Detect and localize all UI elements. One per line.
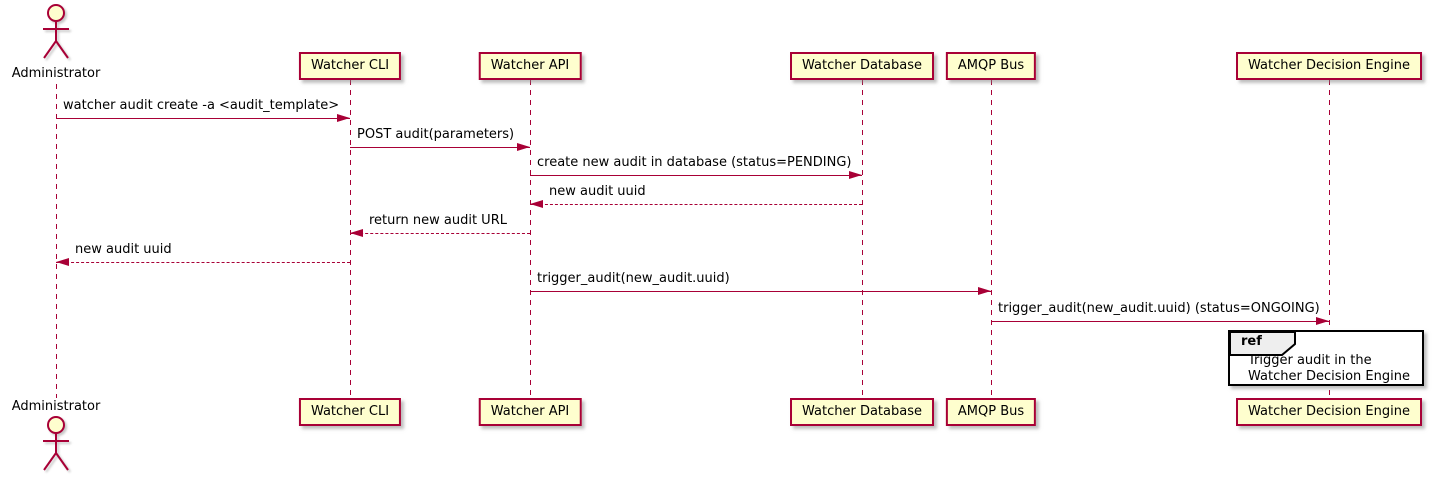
message-label: create new audit in database (status=PEN…	[537, 155, 852, 170]
message-arrowhead-icon	[978, 287, 991, 295]
participant-box-watcher-cli: Watcher CLI	[298, 398, 402, 426]
message-label: new audit uuid	[549, 184, 646, 199]
participant-box-watcher-database: Watcher Database	[790, 398, 934, 426]
actor-icon	[40, 415, 72, 475]
message-line	[56, 262, 350, 263]
participant-box-amqp-bus: AMQP Bus	[945, 52, 1037, 80]
ref-tab	[1229, 331, 1296, 356]
participant-label-administrator: Administrator	[11, 66, 101, 81]
participant-box-amqp-bus: AMQP Bus	[945, 398, 1037, 426]
lifeline-amqp-bus	[990, 80, 992, 398]
message-label: new audit uuid	[75, 242, 172, 257]
message-arrowhead-icon	[517, 143, 530, 151]
lifeline-watcher-database	[861, 80, 863, 398]
lifeline-watcher-decision-engine	[1328, 80, 1330, 398]
actor-stick-figure	[43, 416, 69, 471]
lifeline-watcher-cli	[349, 80, 351, 398]
actor-stick-figure	[43, 4, 69, 59]
message-arrowhead-icon	[530, 200, 543, 208]
ref-text-line: Watcher Decision Engine	[1248, 369, 1410, 384]
message-line	[56, 118, 350, 119]
message-label: trigger_audit(new_audit.uuid)	[537, 271, 730, 286]
message-line	[350, 147, 530, 148]
message-arrowhead-icon	[849, 171, 862, 179]
message-label: POST audit(parameters)	[357, 127, 515, 142]
message-arrowhead-icon	[350, 229, 363, 237]
lifeline-administrator	[55, 84, 57, 398]
ref-text-line: Trigger audit in the	[1248, 353, 1372, 368]
participant-box-watcher-decision-engine: Watcher Decision Engine	[1236, 398, 1422, 426]
participant-box-watcher-cli: Watcher CLI	[298, 52, 402, 80]
message-line	[530, 291, 991, 292]
lifeline-watcher-api	[529, 80, 531, 398]
participant-label-administrator: Administrator	[11, 399, 101, 414]
message-line	[530, 204, 862, 205]
participant-box-watcher-decision-engine: Watcher Decision Engine	[1236, 52, 1422, 80]
participant-box-watcher-api: Watcher API	[478, 52, 582, 80]
message-line	[350, 233, 530, 234]
message-label: return new audit URL	[369, 213, 507, 228]
message-arrowhead-icon	[337, 114, 350, 122]
message-label: trigger_audit(new_audit.uuid) (status=ON…	[998, 301, 1320, 316]
ref-keyword: ref	[1241, 334, 1262, 349]
participant-box-watcher-api: Watcher API	[478, 398, 582, 426]
message-line	[530, 175, 862, 176]
message-line	[991, 321, 1329, 322]
message-arrowhead-icon	[56, 258, 69, 266]
message-label: watcher audit create -a <audit_template>	[63, 98, 340, 113]
actor-icon	[40, 3, 72, 63]
participant-box-watcher-database: Watcher Database	[790, 52, 934, 80]
message-arrowhead-icon	[1316, 317, 1329, 325]
